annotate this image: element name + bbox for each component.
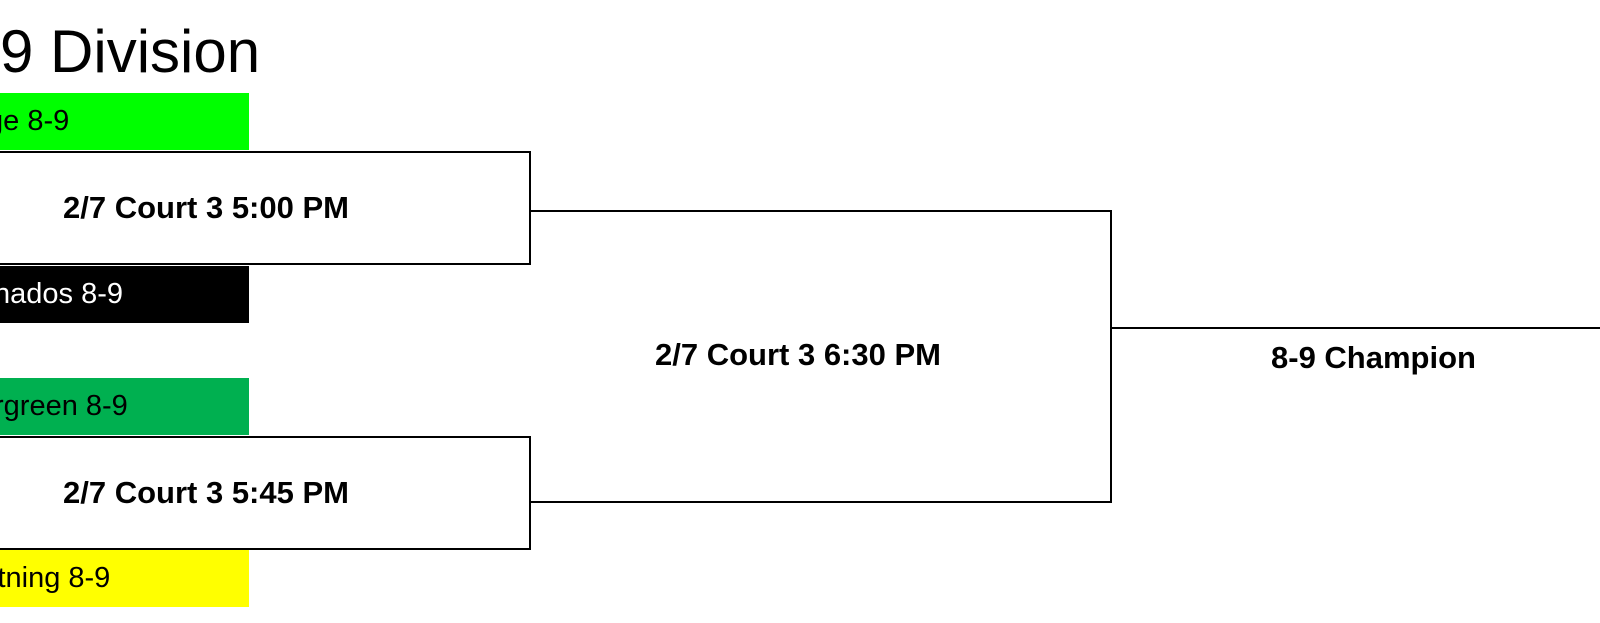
- game-box-2: 2/7 Court 3 5:45 PM: [0, 436, 531, 550]
- game-label: 2/7 Court 3 5:00 PM: [63, 190, 349, 225]
- team-name: nados 8-9: [0, 278, 123, 310]
- team-name: ge 8-9: [0, 105, 70, 137]
- game-label: 2/7 Court 3 5:45 PM: [63, 475, 349, 510]
- champion-line: [1110, 327, 1600, 329]
- team-slot-3: rgreen 8-9: [0, 378, 249, 435]
- division-title: 9 Division: [0, 18, 261, 85]
- champion-label: 8-9 Champion: [1271, 340, 1476, 375]
- final-game-label: 2/7 Court 3 6:30 PM: [655, 337, 941, 372]
- team-name: rgreen 8-9: [0, 390, 128, 422]
- team-slot-2: nados 8-9: [0, 266, 249, 323]
- team-slot-1: ge 8-9: [0, 93, 249, 150]
- team-slot-4: itning 8-9: [0, 550, 249, 607]
- game-box-1: 2/7 Court 3 5:00 PM: [0, 151, 531, 265]
- connector-line-vertical: [1110, 210, 1112, 503]
- connector-line-bottom: [531, 501, 1112, 503]
- connector-line-top: [531, 210, 1112, 212]
- team-name: itning 8-9: [0, 562, 111, 594]
